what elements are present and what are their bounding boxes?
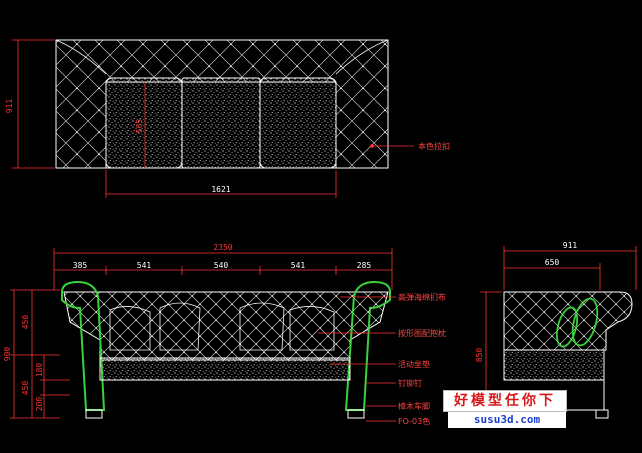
side-pillow-1 bbox=[555, 306, 579, 348]
callout-foam-fabric: 高弹海绵扪布 bbox=[398, 292, 446, 302]
front-right-arm bbox=[344, 280, 391, 411]
front-height-cushion-dim: 180 bbox=[35, 363, 44, 378]
front-segment-4-dim: 541 bbox=[291, 261, 306, 270]
front-left-arm bbox=[61, 280, 106, 411]
top-view-dimensions bbox=[12, 39, 414, 198]
callout-pillows: 按形图配抱枕 bbox=[398, 328, 446, 338]
front-segment-3-dim: 540 bbox=[214, 261, 229, 270]
front-segment-1-dim: 385 bbox=[73, 261, 88, 270]
side-seat-cushion bbox=[503, 349, 605, 381]
top-seat-width-dim: 1621 bbox=[211, 185, 230, 194]
front-segment-5-dim: 285 bbox=[357, 261, 372, 270]
side-depth-dim: 911 bbox=[563, 241, 578, 250]
callout-loose-cushion: 活动坐垫 bbox=[398, 359, 430, 369]
top-seat-cushion-middle bbox=[181, 77, 261, 169]
front-segment-2-dim: 541 bbox=[137, 261, 152, 270]
callout-finish-color: FO-03色 bbox=[398, 416, 430, 426]
front-overall-width-dim: 2350 bbox=[213, 243, 232, 252]
side-pillow-2 bbox=[571, 297, 599, 347]
callout-rivets: 钉铆钉 bbox=[398, 378, 422, 388]
front-height-back-dim: 450 bbox=[21, 315, 30, 330]
front-height-leg-dim: 200 bbox=[35, 397, 44, 412]
watermark-title: 好模型任你下 bbox=[454, 393, 556, 409]
watermark-banner: 好模型任你下 bbox=[443, 390, 567, 412]
front-height-seat-dim: 450 bbox=[21, 381, 30, 396]
front-height-total-dim: 900 bbox=[3, 347, 12, 362]
top-depth-dim: 911 bbox=[5, 99, 14, 114]
top-view bbox=[55, 39, 389, 169]
callout-wood-legs: 樟木车脚 bbox=[398, 401, 430, 411]
side-view bbox=[503, 291, 633, 419]
side-height-dim: 850 bbox=[475, 348, 484, 363]
top-cushion-depth-dim: 585 bbox=[135, 119, 144, 134]
top-arm-fabric-label: 本色拉扣 bbox=[418, 141, 450, 151]
top-seat-cushion-right bbox=[259, 77, 337, 169]
front-view bbox=[61, 280, 391, 419]
front-callout-leaders bbox=[318, 296, 396, 422]
top-seat-cushion-left bbox=[105, 77, 183, 169]
front-view-dimensions bbox=[10, 248, 393, 419]
side-seat-depth-dim: 650 bbox=[545, 258, 560, 267]
watermark-url: susu3d.com bbox=[448, 412, 566, 428]
front-seat-cushion bbox=[99, 357, 351, 381]
